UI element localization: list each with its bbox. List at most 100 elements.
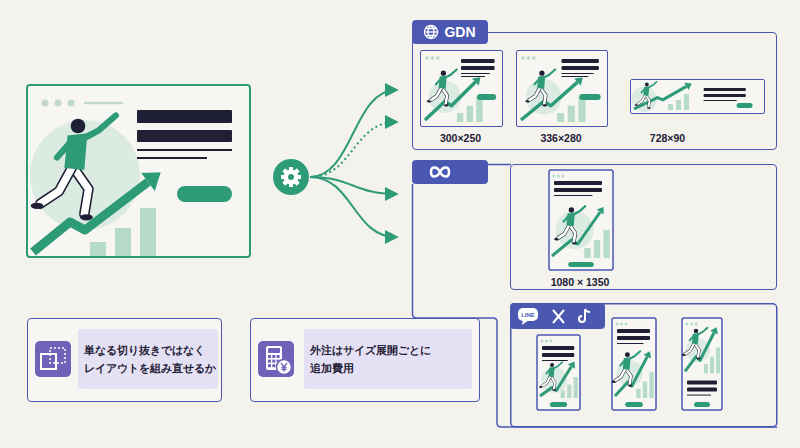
- calculator-key: [272, 360, 275, 363]
- text-placeholder-bar: [687, 395, 711, 396]
- gear-icon: [273, 159, 309, 195]
- growth-arrowhead: [597, 207, 604, 214]
- text-placeholder-bar: [137, 149, 232, 151]
- tiktok-logo: [579, 309, 590, 322]
- size-label: 1080 × 1350: [530, 276, 630, 288]
- runner-figure: [554, 206, 585, 244]
- ad-illustration: [631, 80, 763, 112]
- runner-leg: [645, 95, 649, 107]
- cta-button: [736, 103, 752, 108]
- runner-leg-outline: [528, 88, 539, 101]
- runner-leg-outline: [430, 88, 441, 101]
- calculator-key: [268, 360, 271, 363]
- window-dot: [541, 340, 544, 343]
- text-placeholder-bar: [461, 76, 485, 77]
- yen-symbol: [281, 363, 287, 372]
- runner-leg-outline: [551, 377, 555, 390]
- size-label: 336×280: [511, 132, 611, 144]
- cost-icon: [258, 341, 294, 377]
- runner-shoe: [682, 354, 686, 356]
- chart-bar: [578, 96, 585, 121]
- runner-arm: [553, 362, 562, 368]
- runner-leg: [551, 377, 555, 390]
- runner-leg-outline: [695, 344, 699, 358]
- size-label-holder: 728×90: [618, 132, 718, 144]
- note-box: 単なる切り抜きではなく レイアウトを組み直せるか: [27, 318, 222, 402]
- note-text: 単なる切り抜きではなく レイアウトを組み直せるか: [84, 341, 212, 378]
- runner-leg: [615, 369, 626, 381]
- cta-button: [550, 402, 567, 407]
- runner-shoe: [647, 107, 650, 109]
- runner-leg-outline: [558, 225, 570, 238]
- runner-head: [71, 119, 86, 134]
- runner-head: [569, 207, 574, 212]
- text-placeholder-bar: [561, 73, 593, 74]
- runner-arm: [543, 69, 554, 77]
- ad-mockup: [611, 318, 656, 410]
- growth-arrow: [521, 82, 578, 120]
- runner-leg: [637, 95, 645, 104]
- runner-arm: [83, 116, 116, 139]
- chart-bar: [710, 357, 714, 374]
- platform-box: 1080 × 1350: [510, 164, 777, 290]
- growth-arrowhead: [643, 351, 650, 358]
- panel-border: [488, 164, 511, 166]
- note-text: 外注はサイズ展開ごとに 追加費用: [310, 341, 438, 378]
- cta-button: [694, 402, 710, 407]
- runner-leg: [695, 344, 699, 358]
- chart-bar: [476, 96, 482, 121]
- runner-shoe: [572, 242, 577, 244]
- runner-head: [625, 352, 630, 357]
- chart-bar: [561, 391, 565, 399]
- chart-bar: [115, 228, 131, 256]
- runner-shoe: [426, 100, 430, 102]
- window-dot: [620, 323, 623, 326]
- runner-leg-outline: [637, 95, 645, 104]
- window-dot: [545, 340, 548, 343]
- runner-leg: [540, 88, 545, 104]
- runner-shoe: [634, 104, 637, 106]
- gear-hole: [288, 174, 294, 180]
- cta-button: [625, 402, 643, 407]
- chart-bar: [636, 389, 640, 398]
- ad-illustration: [548, 169, 614, 271]
- gear-circle: [273, 159, 309, 195]
- runner-leg: [528, 88, 539, 101]
- growth-arrow: [540, 367, 571, 397]
- note-text-panel: 単なる切り抜きではなく レイアウトを組み直せるか: [78, 329, 218, 389]
- runner-arm: [698, 328, 708, 335]
- x-logo: [553, 310, 564, 323]
- window-dot: [68, 100, 75, 107]
- text-placeholder-bar: [137, 130, 232, 142]
- line-logo-tail: [522, 320, 529, 325]
- calculator-key: [272, 355, 275, 358]
- icon-tile: [35, 341, 71, 377]
- runner-leg: [441, 88, 446, 104]
- flow-arrow: [310, 122, 396, 177]
- chart-bar: [683, 94, 688, 110]
- globe-line: [425, 31, 438, 32]
- growth-arrowhead: [710, 327, 717, 334]
- flow-arrow: [310, 177, 396, 237]
- runner-arm: [648, 81, 656, 87]
- window-bar: [85, 102, 122, 105]
- window-dot: [690, 323, 693, 326]
- growth-arrowhead: [471, 77, 479, 85]
- runner-leg-outline: [645, 95, 649, 107]
- chart-bar: [567, 385, 571, 399]
- runner-shoe: [611, 381, 615, 383]
- banner-frame: [27, 85, 250, 257]
- runner-shoe: [554, 238, 559, 240]
- ad-mockup: [682, 318, 722, 410]
- runner-figure: [682, 328, 708, 360]
- gear-tooth: [283, 169, 300, 186]
- text-placeholder-bar: [461, 59, 495, 63]
- chart-bar: [140, 208, 156, 256]
- chart-bar: [667, 104, 672, 110]
- window-dot: [557, 175, 560, 178]
- runner-leg: [40, 168, 71, 204]
- runner-head: [550, 363, 554, 367]
- text-placeholder-bar: [137, 110, 232, 123]
- runner-leg: [570, 225, 575, 242]
